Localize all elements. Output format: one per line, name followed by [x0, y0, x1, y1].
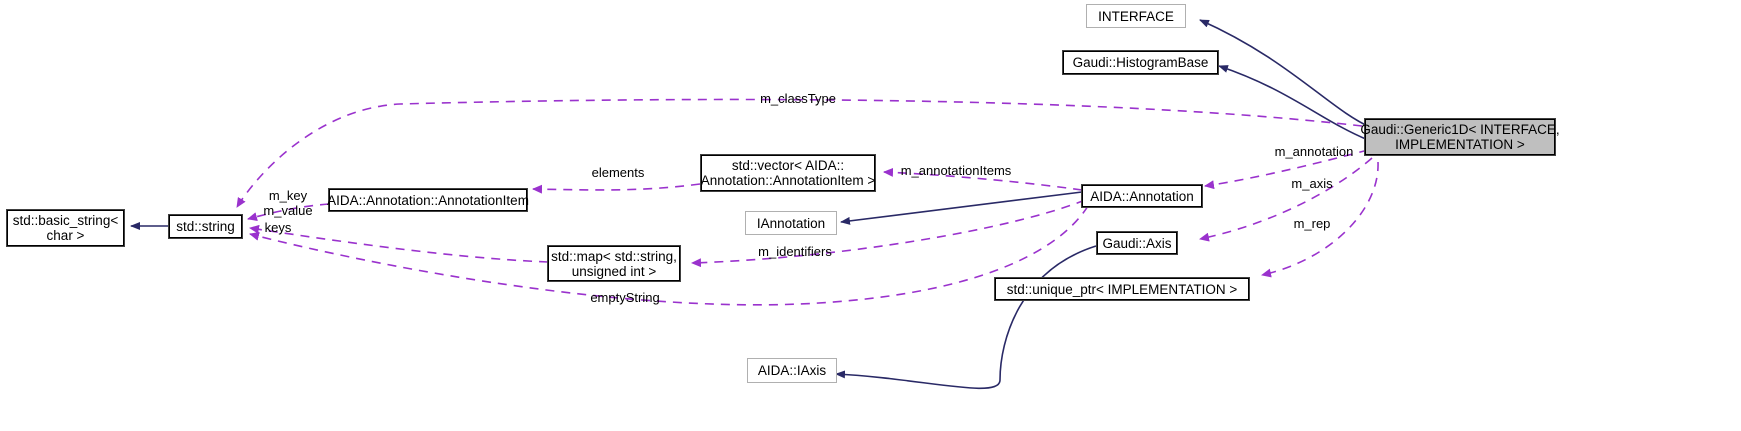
node-std-vector-annotationitem[interactable]: std::vector< AIDA:: Annotation::Annotati… — [700, 154, 876, 192]
node-std-string[interactable]: std::string — [168, 214, 243, 239]
node-std-map-string-uint[interactable]: std::map< std::string, unsigned int > — [547, 245, 681, 282]
node-gaudi-histogrambase[interactable]: Gaudi::HistogramBase — [1062, 50, 1219, 75]
edge-label-m-annotation: m_annotation — [1274, 144, 1354, 159]
edge-label-m-axis: m_axis — [1291, 176, 1333, 191]
edge-generic1d-interface — [1199, 19, 1373, 129]
node-iannotation[interactable]: IAnnotation — [745, 211, 837, 235]
edge-vector-annotationitem — [532, 183, 701, 194]
node-gaudi-axis[interactable]: Gaudi::Axis — [1096, 231, 1178, 255]
node-std-unique-ptr-implementation[interactable]: std::unique_ptr< IMPLEMENTATION > — [994, 277, 1250, 301]
edge-label-m-classtype: m_classType — [760, 91, 836, 106]
edge-label-keys: keys — [264, 220, 292, 235]
edge-label-emptystring: emptyString — [590, 290, 660, 305]
edge-label-elements: elements — [591, 165, 645, 180]
edge-axis-iaxis — [835, 245, 1097, 390]
edge-label-m-annotationitems: m_annotationItems — [900, 163, 1012, 178]
edge-generic1d-histogrambase — [1218, 65, 1369, 141]
edge-label-m-key-m-value: m_key m_value — [263, 188, 313, 218]
node-aida-iaxis[interactable]: AIDA::IAxis — [747, 358, 837, 383]
node-aida-annotation-annotationitem[interactable]: AIDA::Annotation::AnnotationItem — [327, 188, 529, 212]
node-gaudi-generic1d[interactable]: Gaudi::Generic1D< INTERFACE, IMPLEMENTAT… — [1360, 118, 1560, 156]
node-aida-annotation[interactable]: AIDA::Annotation — [1081, 184, 1203, 208]
node-std-basic-string[interactable]: std::basic_string< char > — [6, 209, 125, 247]
node-interface[interactable]: INTERFACE — [1086, 4, 1186, 28]
edge-label-m-rep: m_rep — [1293, 216, 1331, 231]
edge-annotation-iannotation — [840, 191, 1083, 225]
edge-label-m-identifiers: m_identifiers — [758, 244, 832, 259]
